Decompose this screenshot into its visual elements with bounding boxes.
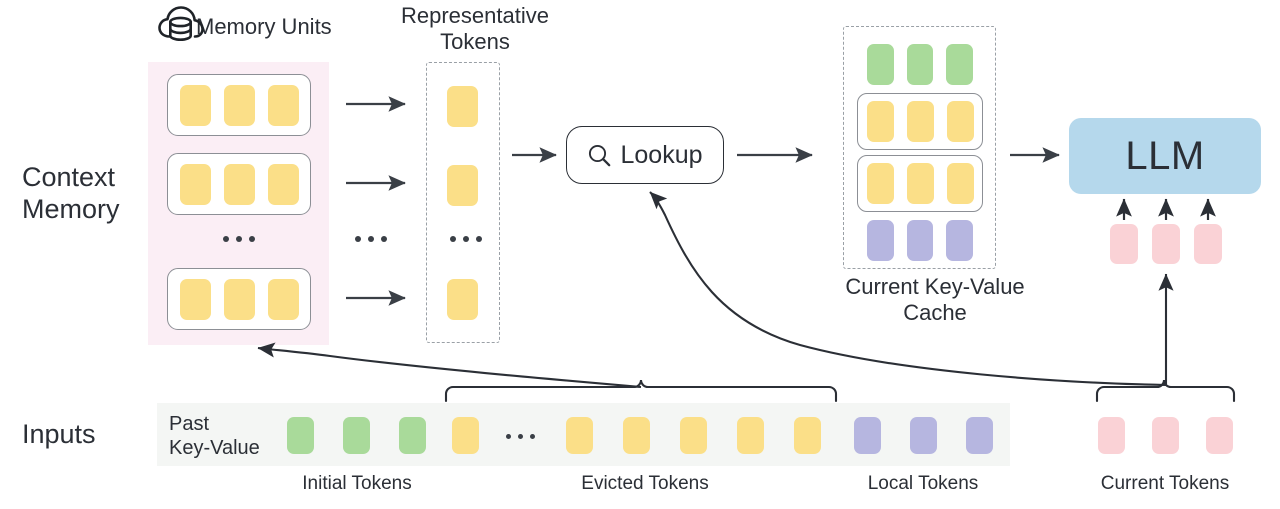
kv-token — [946, 44, 974, 85]
memory-token — [179, 163, 211, 205]
segment-label-initial-tokens: Initial Tokens — [302, 473, 412, 494]
kv-token — [906, 163, 934, 204]
curve-evicted-to-context-memory — [257, 342, 642, 389]
input-token-current — [1152, 417, 1179, 454]
input-token-local — [910, 417, 937, 454]
input-token-initial — [343, 417, 370, 454]
kv-token — [867, 220, 894, 261]
memory-token — [267, 163, 299, 205]
arrow-column-ellipsis — [355, 236, 387, 242]
input-token-evicted — [452, 417, 479, 454]
current-token-under-llm — [1110, 224, 1138, 264]
segment-label-current-tokens: Current Tokens — [1100, 473, 1230, 494]
input-token-initial — [287, 417, 314, 454]
kv-row-retrieved-1[interactable] — [857, 93, 983, 150]
llm-label: LLM — [1125, 133, 1205, 178]
kv-token — [867, 44, 894, 85]
representative-token — [447, 165, 478, 206]
memory-token — [179, 84, 211, 126]
memory-token — [179, 278, 211, 320]
memory-token — [223, 84, 255, 126]
heading-memory-units: Memory Units — [196, 14, 332, 39]
brace-current-tokens — [1095, 379, 1236, 403]
row-label-inputs: Inputs — [22, 419, 96, 449]
representative-token — [447, 86, 478, 127]
kv-token — [946, 220, 974, 261]
memory-unit-card[interactable] — [167, 153, 311, 215]
kv-row-local-tokens — [867, 220, 974, 261]
input-token-current — [1206, 417, 1233, 454]
row-label-context-memory: Context Memory — [22, 162, 120, 224]
kv-token — [906, 44, 934, 85]
cloud-database-icon — [158, 4, 204, 46]
past-key-value-label: Past Key-Value — [169, 413, 260, 460]
segment-label-evicted-tokens: Evicted Tokens — [581, 473, 709, 494]
llm-block[interactable]: LLM — [1069, 118, 1261, 194]
input-token-evicted — [680, 417, 707, 454]
memory-token — [223, 163, 255, 205]
input-token-evicted — [566, 417, 593, 454]
search-icon — [587, 143, 612, 168]
representative-tokens-box — [426, 62, 500, 343]
lookup-label: Lookup — [620, 140, 703, 169]
kv-token — [946, 163, 974, 204]
input-token-evicted — [737, 417, 764, 454]
kv-token — [946, 101, 974, 142]
input-token-current — [1098, 417, 1125, 454]
input-token-local — [966, 417, 993, 454]
memory-units-ellipsis — [223, 236, 255, 242]
lookup-button[interactable]: Lookup — [566, 126, 724, 184]
kv-token — [906, 101, 934, 142]
heading-representative-tokens: Representative Tokens — [401, 3, 549, 54]
memory-token — [267, 84, 299, 126]
input-token-evicted — [794, 417, 821, 454]
representative-token — [447, 279, 478, 320]
heading-current-kv-cache: Current Key-Value Cache — [845, 274, 1025, 325]
memory-token — [267, 278, 299, 320]
kv-row-initial-tokens — [867, 44, 974, 85]
memory-unit-card[interactable] — [167, 268, 311, 330]
representative-tokens-ellipsis — [450, 236, 482, 242]
kv-token — [866, 163, 894, 204]
input-token-initial — [399, 417, 426, 454]
current-token-under-llm — [1194, 224, 1222, 264]
input-token-evicted — [623, 417, 650, 454]
kv-token — [866, 101, 894, 142]
brace-evicted-tokens — [444, 379, 838, 403]
memory-token — [223, 278, 255, 320]
input-token-local — [854, 417, 881, 454]
current-token-under-llm — [1152, 224, 1180, 264]
evicted-tokens-ellipsis — [506, 434, 535, 439]
kv-token — [906, 220, 934, 261]
memory-unit-card[interactable] — [167, 74, 311, 136]
segment-label-local-tokens: Local Tokens — [867, 473, 979, 494]
kv-row-retrieved-2[interactable] — [857, 155, 983, 212]
